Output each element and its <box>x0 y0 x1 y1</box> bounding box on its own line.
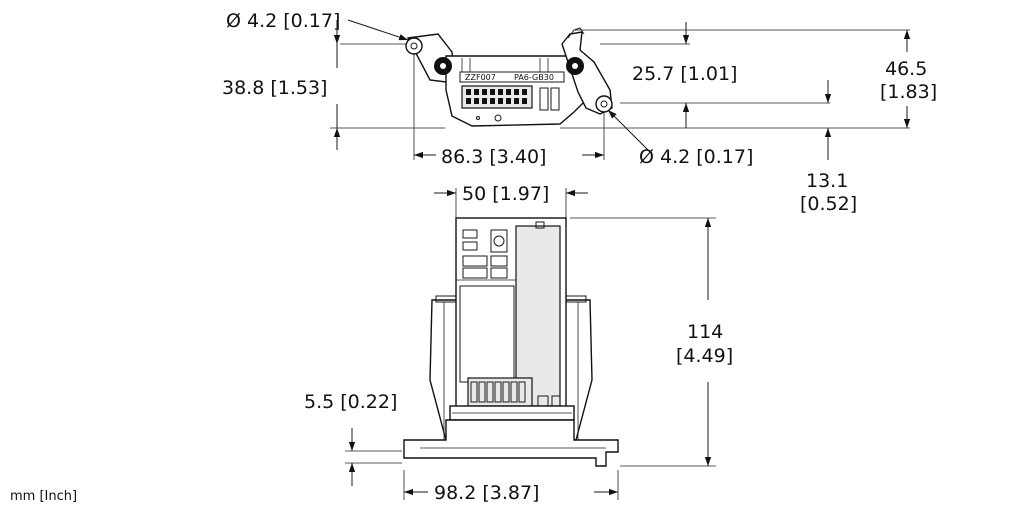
dim-offset-13-1-inch: [0.52] <box>800 193 857 215</box>
dimension-labels: Ø 4.2 [0.17] 38.8 [1.53] 86.3 [3.40] Ø 4… <box>10 10 937 504</box>
rotary-switch <box>493 235 505 247</box>
led-2 <box>462 241 478 251</box>
led-1 <box>462 229 478 239</box>
right-mounting-ear <box>561 31 613 115</box>
top-view: ZZF007 PA6-GB30 <box>330 27 910 160</box>
dim-height-46-5-inch: [1.83] <box>880 81 937 103</box>
dim-hole-top: Ø 4.2 [0.17] <box>226 10 340 32</box>
mounting-hole-right <box>595 95 613 113</box>
dim-width-50: 50 [1.97] <box>462 183 549 205</box>
dim-height-25-7: 25.7 [1.01] <box>632 63 737 85</box>
dim-height-38-8: 38.8 [1.53] <box>222 77 327 99</box>
dim-offset-13-1: 13.1 <box>806 170 848 192</box>
base-plate <box>403 419 619 467</box>
top-terminal-block <box>461 85 533 109</box>
dimension-lines <box>333 19 911 496</box>
dim-height-114: 114 <box>687 321 723 343</box>
dim-height-46-5: 46.5 <box>885 58 927 80</box>
dim-hole-right: Ø 4.2 [0.17] <box>639 146 753 168</box>
part-label-1: ZZF007 <box>465 73 496 82</box>
mounting-hole-left <box>405 37 423 55</box>
dim-height-114-inch: [4.49] <box>676 345 733 367</box>
front-cover <box>515 225 561 407</box>
front-view <box>345 188 716 500</box>
dim-width-98-2: 98.2 [3.87] <box>434 482 539 504</box>
units-note: mm [Inch] <box>10 489 77 504</box>
part-label-2: PA6-GB30 <box>514 73 554 82</box>
dim-width-86-3: 86.3 [3.40] <box>441 146 546 168</box>
dim-height-5-5: 5.5 [0.22] <box>304 391 397 413</box>
